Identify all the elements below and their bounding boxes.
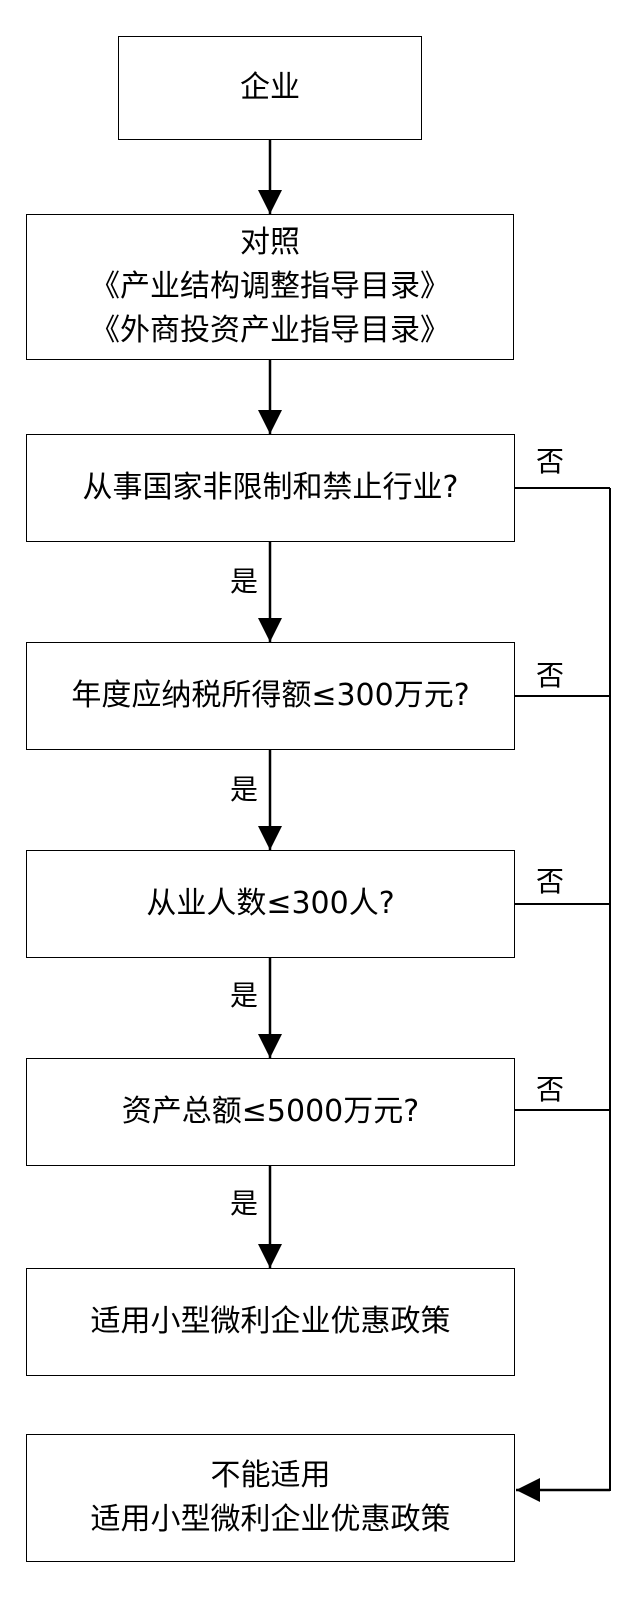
label-yes-assets: 是 — [230, 1187, 259, 1220]
node-compare-catalogs: 对照 《产业结构调整指导目录》 《外商投资产业指导目录》 — [26, 214, 514, 360]
node-question-industry-text: 从事国家非限制和禁止行业? — [82, 470, 459, 505]
node-compare-line1: 对照 — [240, 225, 300, 260]
node-enterprise: 企业 — [118, 36, 422, 140]
node-question-employees-text: 从业人数≤300人? — [146, 886, 395, 921]
node-question-income-text: 年度应纳税所得额≤300万元? — [71, 678, 470, 713]
label-yes-income: 是 — [230, 773, 259, 806]
node-question-income: 年度应纳税所得额≤300万元? — [26, 642, 515, 750]
label-no-assets: 否 — [536, 1073, 565, 1106]
node-enterprise-text: 企业 — [240, 70, 300, 105]
node-question-industry: 从事国家非限制和禁止行业? — [26, 434, 515, 542]
node-question-employees: 从业人数≤300人? — [26, 850, 515, 958]
node-result-not-apply-line1: 不能适用 — [210, 1458, 331, 1493]
node-result-not-apply: 不能适用 适用小型微利企业优惠政策 — [26, 1434, 515, 1562]
label-no-employees: 否 — [536, 865, 565, 898]
label-no-income: 否 — [536, 659, 565, 692]
node-result-apply-text: 适用小型微利企业优惠政策 — [90, 1304, 451, 1339]
node-question-assets-text: 资产总额≤5000万元? — [121, 1094, 420, 1129]
node-compare-line2: 《产业结构调整指导目录》 — [90, 269, 450, 304]
label-no-industry: 否 — [536, 445, 565, 478]
node-compare-line3: 《外商投资产业指导目录》 — [90, 313, 450, 348]
node-question-assets: 资产总额≤5000万元? — [26, 1058, 515, 1166]
node-result-not-apply-line2: 适用小型微利企业优惠政策 — [90, 1502, 451, 1537]
label-yes-industry: 是 — [230, 565, 259, 598]
label-yes-employees: 是 — [230, 979, 259, 1012]
node-result-apply: 适用小型微利企业优惠政策 — [26, 1268, 515, 1376]
